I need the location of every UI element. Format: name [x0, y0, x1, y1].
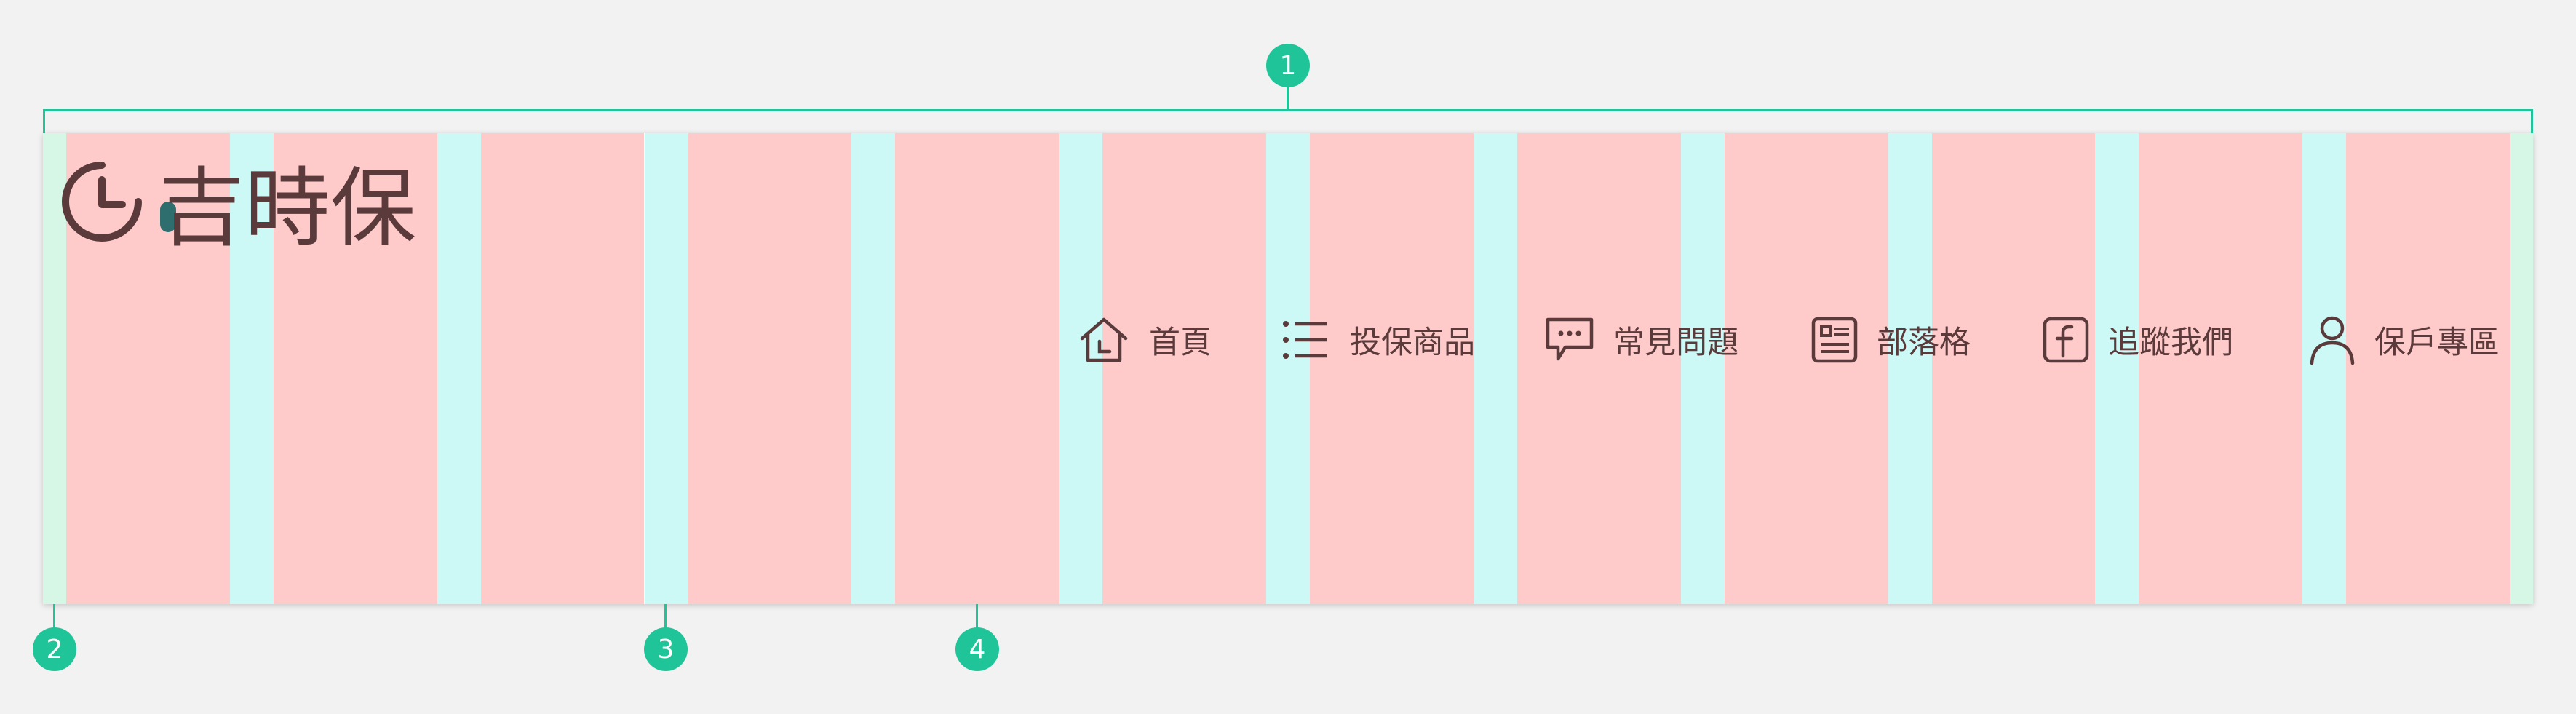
nav-label-follow: 追蹤我們 [2108, 325, 2233, 361]
nav-label-products: 投保商品 [1350, 325, 1475, 361]
nav-label-blog: 部落格 [1877, 325, 1971, 361]
grid-gutter [851, 133, 896, 604]
column-pointer [976, 604, 978, 629]
grid-column [1724, 133, 1888, 604]
grid-column [480, 133, 645, 604]
grid-gutter [1473, 133, 1517, 604]
grid-column [273, 133, 437, 604]
grid-gutter [2302, 133, 2347, 604]
logo-wordmark: 吉時保 [159, 158, 416, 258]
chat-icon [1546, 317, 1594, 361]
grid-column [1516, 133, 1681, 604]
nav-item-blog[interactable]: 部落格 [1811, 312, 1971, 368]
home-icon [1080, 317, 1128, 362]
annotation-badge-column: 4 [955, 627, 999, 671]
grid-gutter [1888, 133, 1932, 604]
list-icon [1283, 321, 1327, 359]
nav-item-home[interactable]: 首頁 [1078, 312, 1212, 368]
grid-gutter [644, 133, 688, 604]
annotation-badge-margin: 2 [33, 627, 76, 671]
container-bracket-stem [1287, 87, 1289, 111]
user-icon [2310, 316, 2355, 365]
logo-icon: 吉時保 [62, 158, 416, 258]
grid-column [688, 133, 852, 604]
grid-gutter [1266, 133, 1310, 604]
header-grid-frame: 吉時保 首頁 投保商品 常見問題 [43, 133, 2533, 604]
grid-column [1310, 133, 1474, 604]
gutter-pointer [664, 604, 667, 629]
facebook-icon [2043, 317, 2089, 363]
annotation-badge-gutter: 3 [644, 627, 688, 671]
nav-label-home: 首頁 [1149, 325, 1212, 361]
grid-column [2139, 133, 2303, 604]
nav-label-member: 保戶專區 [2374, 325, 2500, 361]
logo-accent-shape [160, 202, 176, 232]
grid-margin-left [43, 133, 66, 604]
grid-gutter [229, 133, 274, 604]
grid-column [2346, 133, 2510, 604]
grid-gutter [1680, 133, 1725, 604]
grid-column [66, 133, 230, 604]
grid-gutter [1059, 133, 1103, 604]
grid-column [895, 133, 1060, 604]
container-bracket-left [43, 109, 45, 133]
annotation-badge-container: 1 [1266, 44, 1310, 87]
grid-gutter [2095, 133, 2139, 604]
nav-item-follow[interactable]: 追蹤我們 [2043, 312, 2233, 368]
nav-item-products[interactable]: 投保商品 [1281, 312, 1475, 368]
margin-pointer [53, 604, 55, 629]
grid-column [1102, 133, 1266, 604]
grid-column [1931, 133, 2096, 604]
blog-icon [1811, 317, 1858, 363]
nav-item-faq[interactable]: 常見問題 [1545, 312, 1738, 368]
container-bracket-right [2531, 109, 2533, 133]
grid-margin-right [2510, 133, 2533, 604]
logo[interactable]: 吉時保 [62, 156, 442, 258]
nav-label-faq: 常見問題 [1613, 325, 1738, 361]
nav-item-member[interactable]: 保戶專區 [2309, 312, 2500, 368]
grid-gutter [437, 133, 481, 604]
